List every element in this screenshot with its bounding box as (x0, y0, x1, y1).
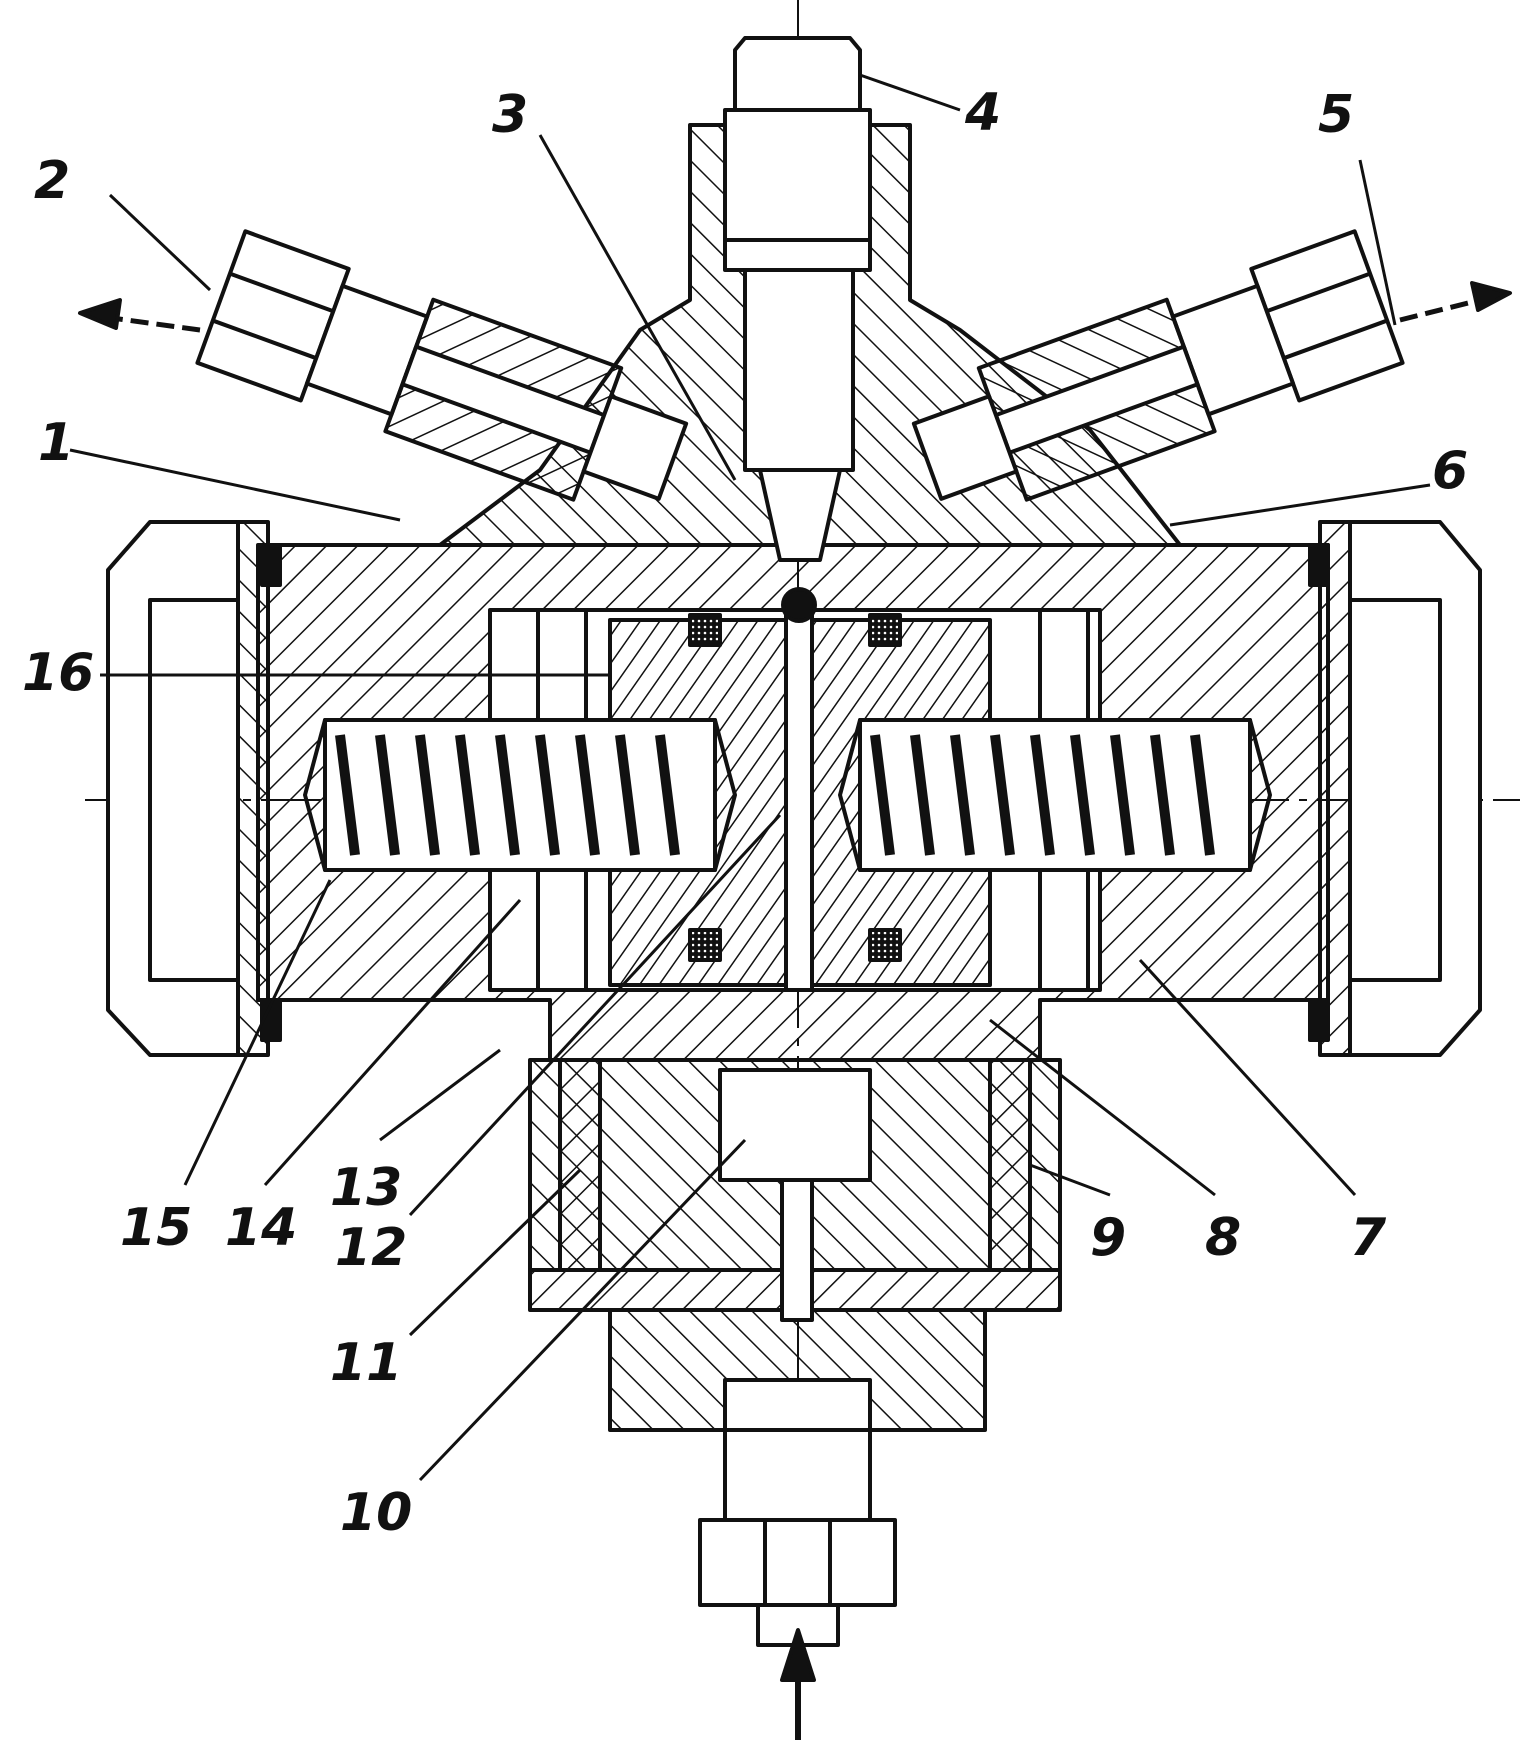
callout-15: 15 (120, 1198, 192, 1258)
needle-rod (781, 587, 817, 992)
left-spring (303, 718, 737, 872)
callout-1: 1 (38, 413, 74, 473)
arrow-up-icon (780, 1628, 816, 1740)
arrow-right-icon (1399, 281, 1512, 323)
left-end-cap (106, 520, 270, 1057)
left-outlet-fitting (195, 229, 689, 502)
callout-8: 8 (1205, 1208, 1241, 1268)
callout-14: 14 (225, 1198, 297, 1258)
callout-11: 11 (330, 1333, 402, 1393)
callout-13: 13 (330, 1158, 402, 1218)
callout-10: 10 (340, 1483, 412, 1543)
bottom-assembly (528, 1058, 1062, 1647)
callout-2: 2 (34, 151, 70, 211)
callout-16: 16 (22, 643, 94, 703)
right-end-cap (1318, 520, 1482, 1057)
callout-6: 6 (1432, 441, 1468, 501)
callout-labels: 2 3 4 5 1 6 16 15 14 13 12 11 10 9 8 7 (22, 83, 1468, 1543)
right-spring (838, 718, 1272, 872)
callout-3: 3 (492, 85, 528, 145)
top-fitting (723, 36, 872, 562)
callout-4: 4 (964, 83, 1001, 143)
callout-7: 7 (1350, 1208, 1387, 1268)
leader-lines (69, 73, 1431, 1482)
right-outlet-fitting (911, 229, 1405, 502)
callout-9: 9 (1090, 1208, 1126, 1268)
callout-5: 5 (1318, 85, 1354, 145)
arrow-left-icon (78, 298, 201, 333)
callout-12: 12 (335, 1218, 407, 1278)
